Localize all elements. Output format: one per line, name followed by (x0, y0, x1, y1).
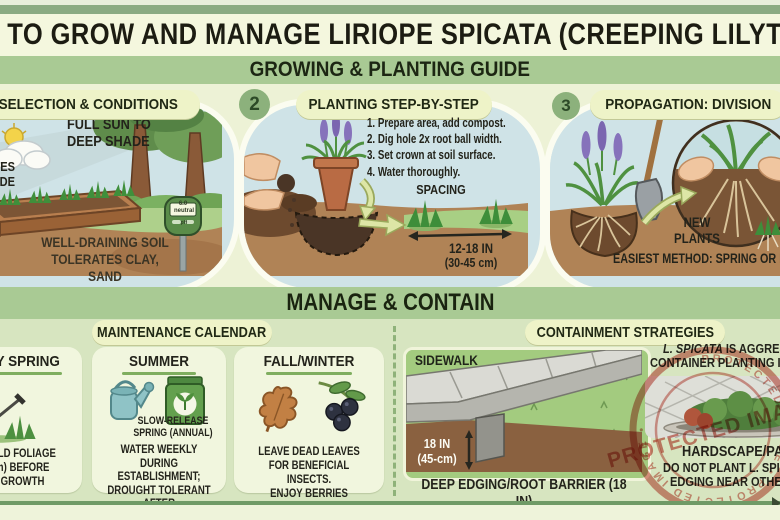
step-badge-3: 3 (552, 92, 580, 120)
season-summer: SUMMER (128, 353, 189, 370)
season-underline (122, 372, 196, 375)
sidewalk-label: SIDEWALK (415, 352, 478, 368)
curved-arrow-icon (358, 178, 377, 222)
season-underline (0, 372, 62, 375)
mother-plant-icon (565, 121, 639, 258)
season-fall-winter: FALL/WINTER (263, 353, 355, 370)
spaced-plants-icon (407, 198, 513, 231)
oak-leaf-icon (258, 386, 298, 433)
spacing-arrow-icon (408, 229, 512, 241)
soil-cross-section (406, 420, 642, 472)
containment-title: CONTAINMENT STRATEGIES (536, 324, 714, 341)
bottom-line-arrow (772, 497, 780, 509)
site-panel-title-pill: SITE SELECTION & CONDITIONS (0, 90, 200, 119)
growing-band: GROWING & PLANTING GUIDE (0, 56, 780, 84)
body-early-spring: TRIM OLD FOLIAGE (7.5 cm) BEFORE NEW GRO… (0, 446, 56, 488)
depth-arrow-icon (465, 430, 473, 470)
berries-icon (318, 381, 366, 432)
watering-can-icon (110, 380, 155, 420)
barrier-caption: DEEP EDGING/ROOT BARRIER (18 IN) (421, 477, 627, 510)
root-barrier (475, 413, 505, 463)
spacing-value: 12-18 IN (448, 241, 494, 256)
maintenance-title: MAINTENANCE CALENDAR (97, 324, 267, 341)
season-early-spring: EARLY SPRING (0, 353, 60, 370)
manage-band: MANAGE & CONTAIN (0, 287, 780, 319)
tolerates-label: TOLERATES SHADE (0, 159, 15, 189)
potted-plant-icon (301, 111, 367, 211)
ph-meter-icon (164, 196, 202, 272)
edging-illustration (406, 350, 643, 472)
body-fall-winter: LEAVE DEAD LEAVES FOR BENEFICIAL INSECTS… (258, 444, 360, 500)
bottom-strip (0, 505, 780, 520)
warning-line1: DO NOT PLANT L. SPICATA (663, 460, 780, 475)
card-summer: SUMMER SLOW-RELEASE SPRING (ANNUAL) WATE… (92, 347, 226, 510)
hardscape-label: HARDSCAPE/PAVERS (682, 443, 780, 460)
bottom-green-line (0, 501, 780, 505)
planting-steps: 1. Prepare area, add compost. 2. Dig hol… (367, 115, 545, 180)
fertilizer-bag-icon (165, 376, 205, 425)
division-arrow-icon (640, 185, 698, 226)
title-band: HOW TO GROW AND MANAGE LIRIOPE SPICATA (… (0, 14, 780, 56)
site-panel-title: SITE SELECTION & CONDITIONS (0, 96, 178, 113)
edging-card (403, 347, 651, 481)
propagation-method-label: EASIEST METHOD: SPRING OR FALL (613, 251, 780, 266)
step-badge-2: 2 (239, 89, 270, 120)
spacing-label: SPACING (416, 182, 466, 197)
hands-icon (244, 153, 300, 227)
manage-header: MANAGE & CONTAIN (285, 289, 495, 316)
planting-panel-title-pill: PLANTING STEP-BY-STEP (296, 90, 492, 119)
section-divider (393, 326, 396, 496)
planting-step-2: 2. Dig hole 2x root ball width. (367, 132, 502, 147)
fertilizer-caption: SLOW-RELEASE SPRING (ANNUAL) (133, 415, 213, 439)
planting-illustration (244, 105, 528, 276)
division-inset-icon (671, 118, 780, 248)
container-planting-illustration (645, 376, 780, 438)
propagation-panel-title-pill: PROPAGATION: DIVISION (590, 90, 780, 119)
new-plants-label: NEW PLANTS (674, 215, 720, 246)
container-planting-card (645, 376, 780, 438)
spacing-metric: (30-45 cm) (444, 256, 498, 270)
planting-step-3: 3. Set crown at soil surface. (367, 148, 496, 163)
protected-image-watermark: PROTECTED IMAGE • PROTECTED IMAGE • PROT… (605, 335, 780, 520)
planting-panel-title: PLANTING STEP-BY-STEP (308, 96, 480, 113)
top-green-bar (0, 5, 780, 14)
new-divisions-icon (754, 215, 780, 251)
containment-title-pill: CONTAINMENT STRATEGIES (525, 320, 725, 345)
raised-bed-icon (0, 179, 143, 238)
sun-label: FULL SUN TO DEEP SHADE (67, 116, 151, 151)
propagation-panel-title: PROPAGATION: DIVISION (604, 96, 771, 113)
lawnmower-icon (0, 393, 36, 443)
maintenance-title-pill: MAINTENANCE CALENDAR (92, 320, 272, 345)
card-early-spring: EARLY SPRING TRIM OLD FOLIAGE (7.5 cm) B… (0, 347, 82, 493)
planting-step-1: 1. Prepare area, add compost. (367, 116, 506, 130)
season-underline (266, 372, 352, 375)
page-title: HOW TO GROW AND MANAGE LIRIOPE SPICATA (… (0, 18, 780, 51)
top-strip (0, 0, 780, 5)
ph-unit: pH (180, 220, 188, 226)
card-fall-winter: FALL/WINTER LEAVE DEAD LEAVES FOR BENEFI… (234, 347, 384, 500)
sun-cloud-icon (0, 123, 51, 170)
growing-header: GROWING & PLANTING GUIDE (249, 58, 531, 81)
planting-panel (238, 99, 546, 294)
soil-label: WELL-DRAINING SOIL TOLERATES CLAY, SAND (41, 234, 169, 284)
propagation-illustration (550, 105, 780, 276)
depth-label: 18 IN (45-cm) (417, 436, 457, 466)
right-arrow-icon (358, 213, 407, 237)
planting-hole (294, 211, 379, 257)
planting-step-4: 4. Water thoroughly. (367, 164, 461, 179)
ph-reading: 6.0- neutral (173, 201, 194, 214)
